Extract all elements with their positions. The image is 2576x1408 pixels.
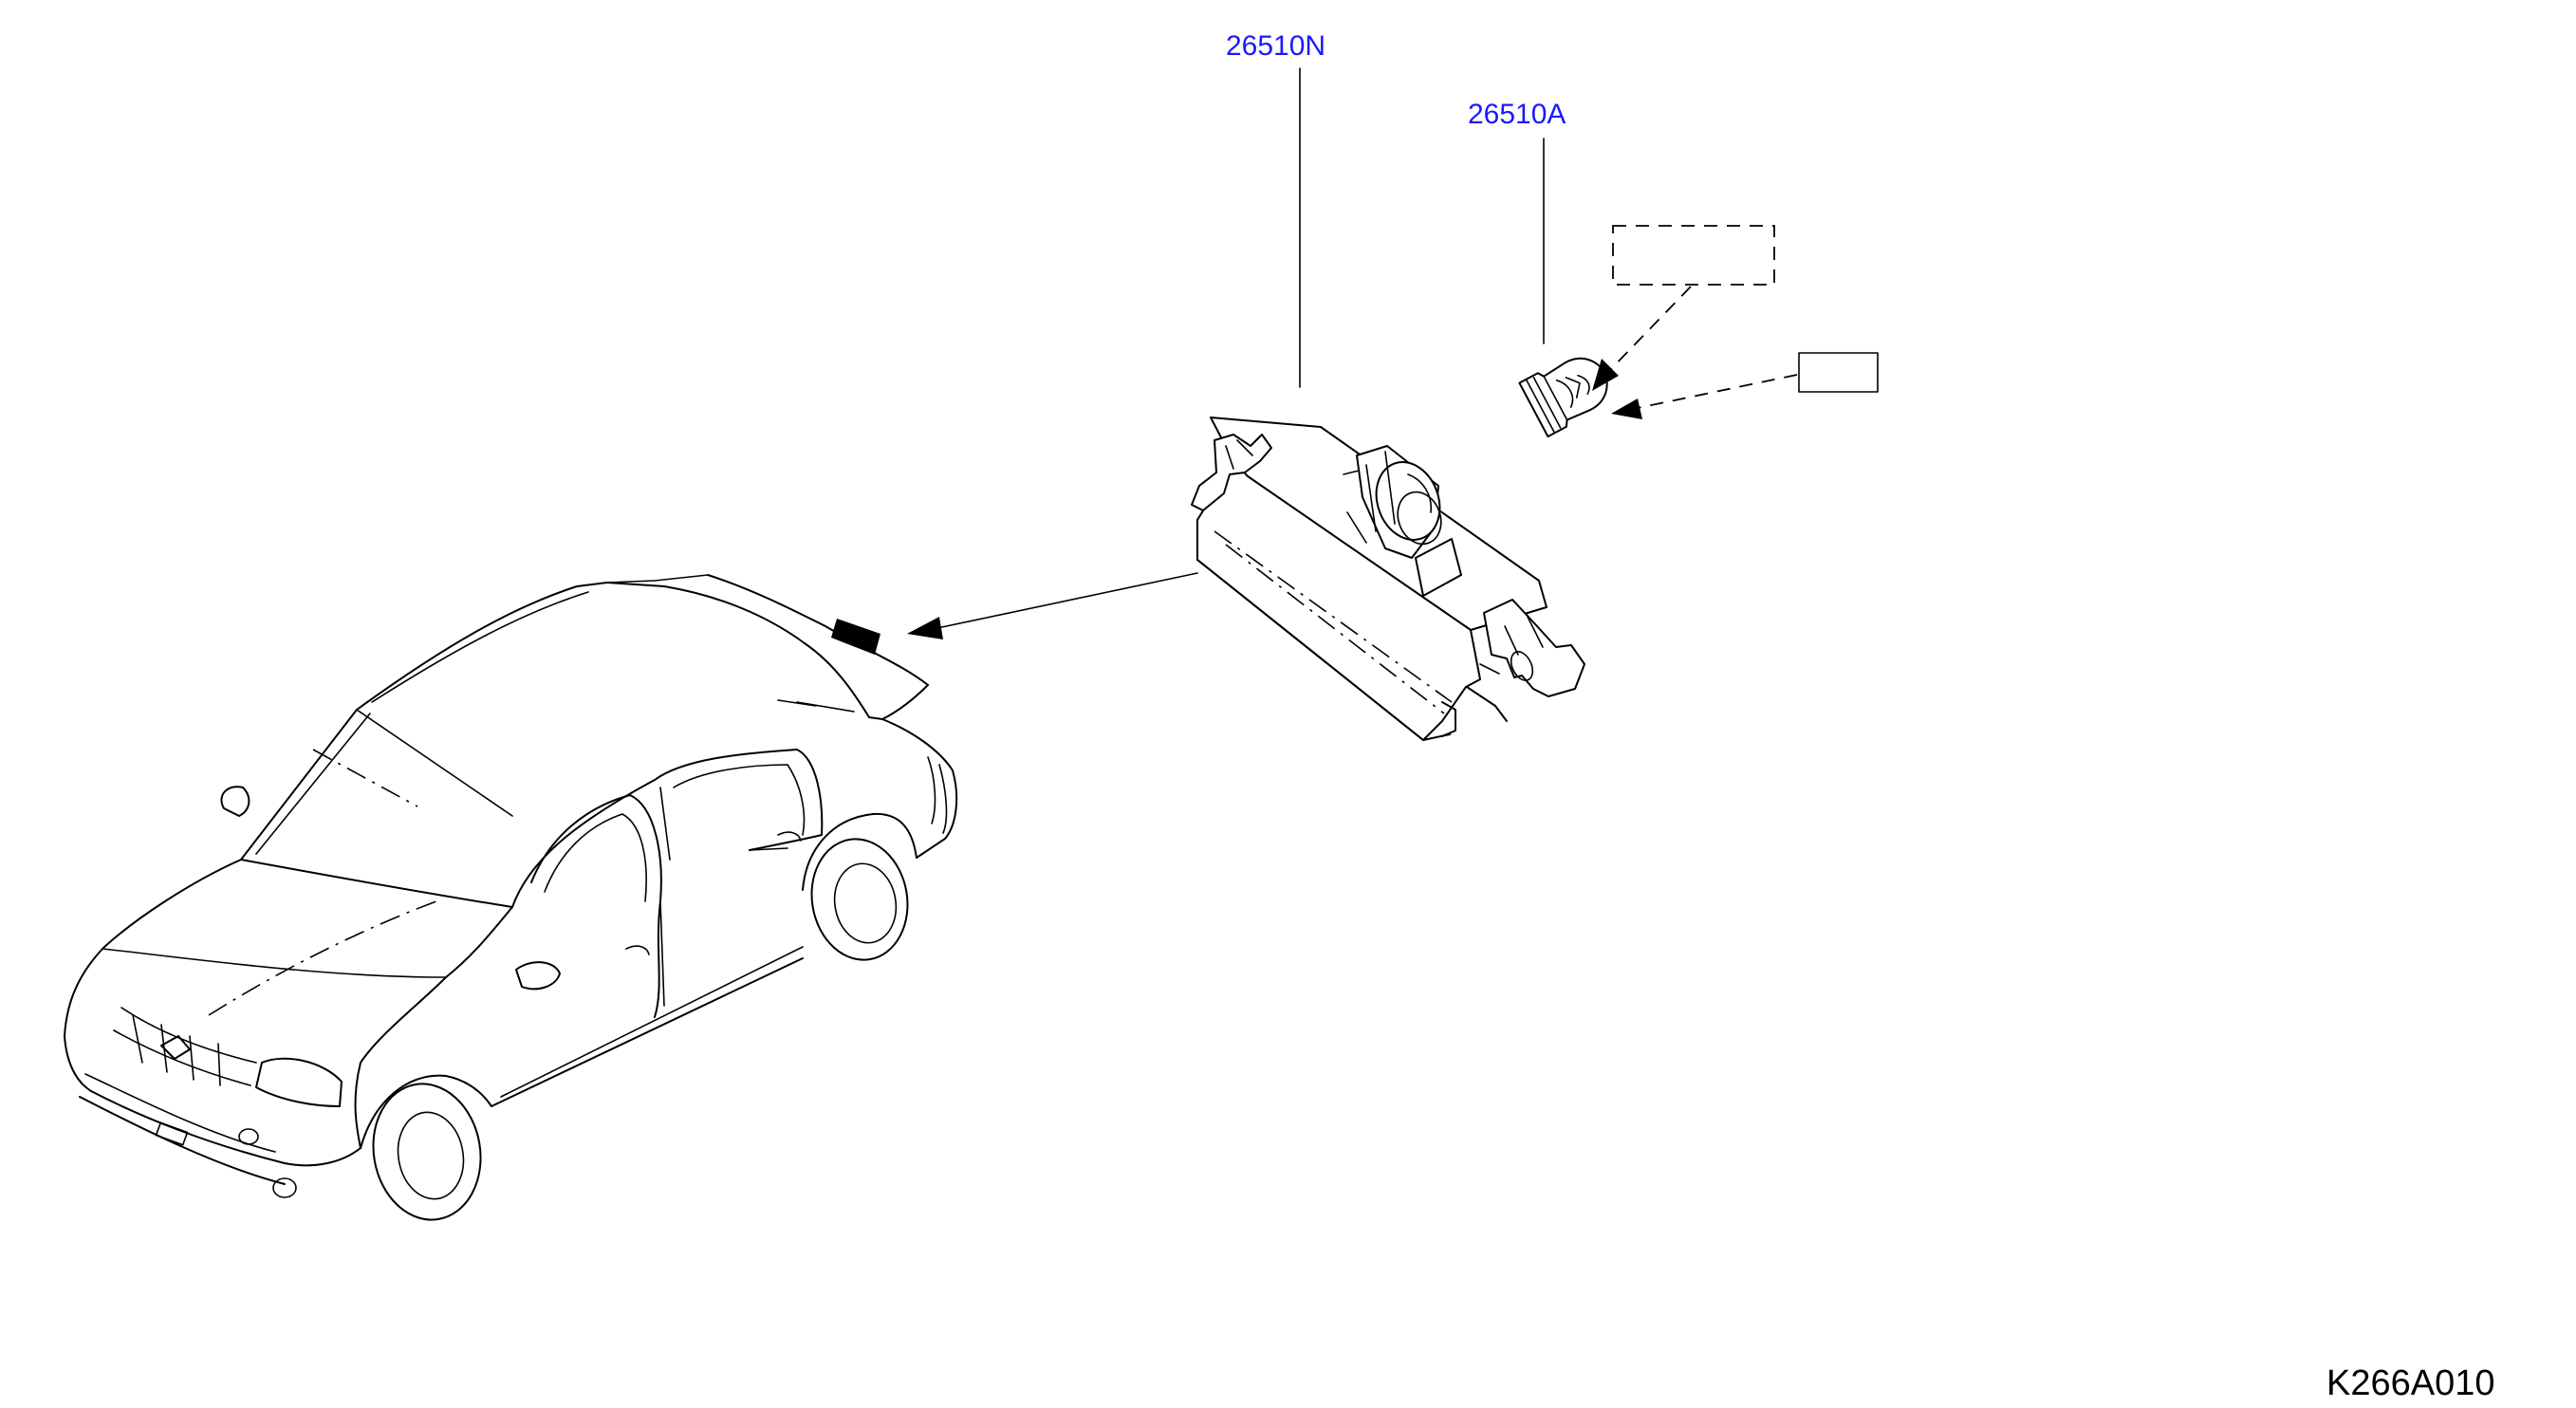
- car-icon: [64, 574, 958, 1221]
- diagram-code: K266A010: [2326, 1363, 2495, 1403]
- arrow-ref-box-to-bulb: [1611, 374, 1798, 419]
- lamp-location-marker: [831, 619, 880, 655]
- arrow-lamp-to-car: [907, 572, 1198, 639]
- dashed-reference-box: [1612, 225, 1775, 286]
- arrow-dashed-box-to-bulb: [1592, 286, 1692, 391]
- part-label-26510N[interactable]: 26510N: [1226, 30, 1325, 62]
- bulb-icon[interactable]: [1518, 345, 1618, 438]
- lamp-housing-icon[interactable]: [1191, 417, 1585, 741]
- part-label-26510A[interactable]: 26510A: [1468, 99, 1566, 130]
- reference-box: [1798, 352, 1879, 393]
